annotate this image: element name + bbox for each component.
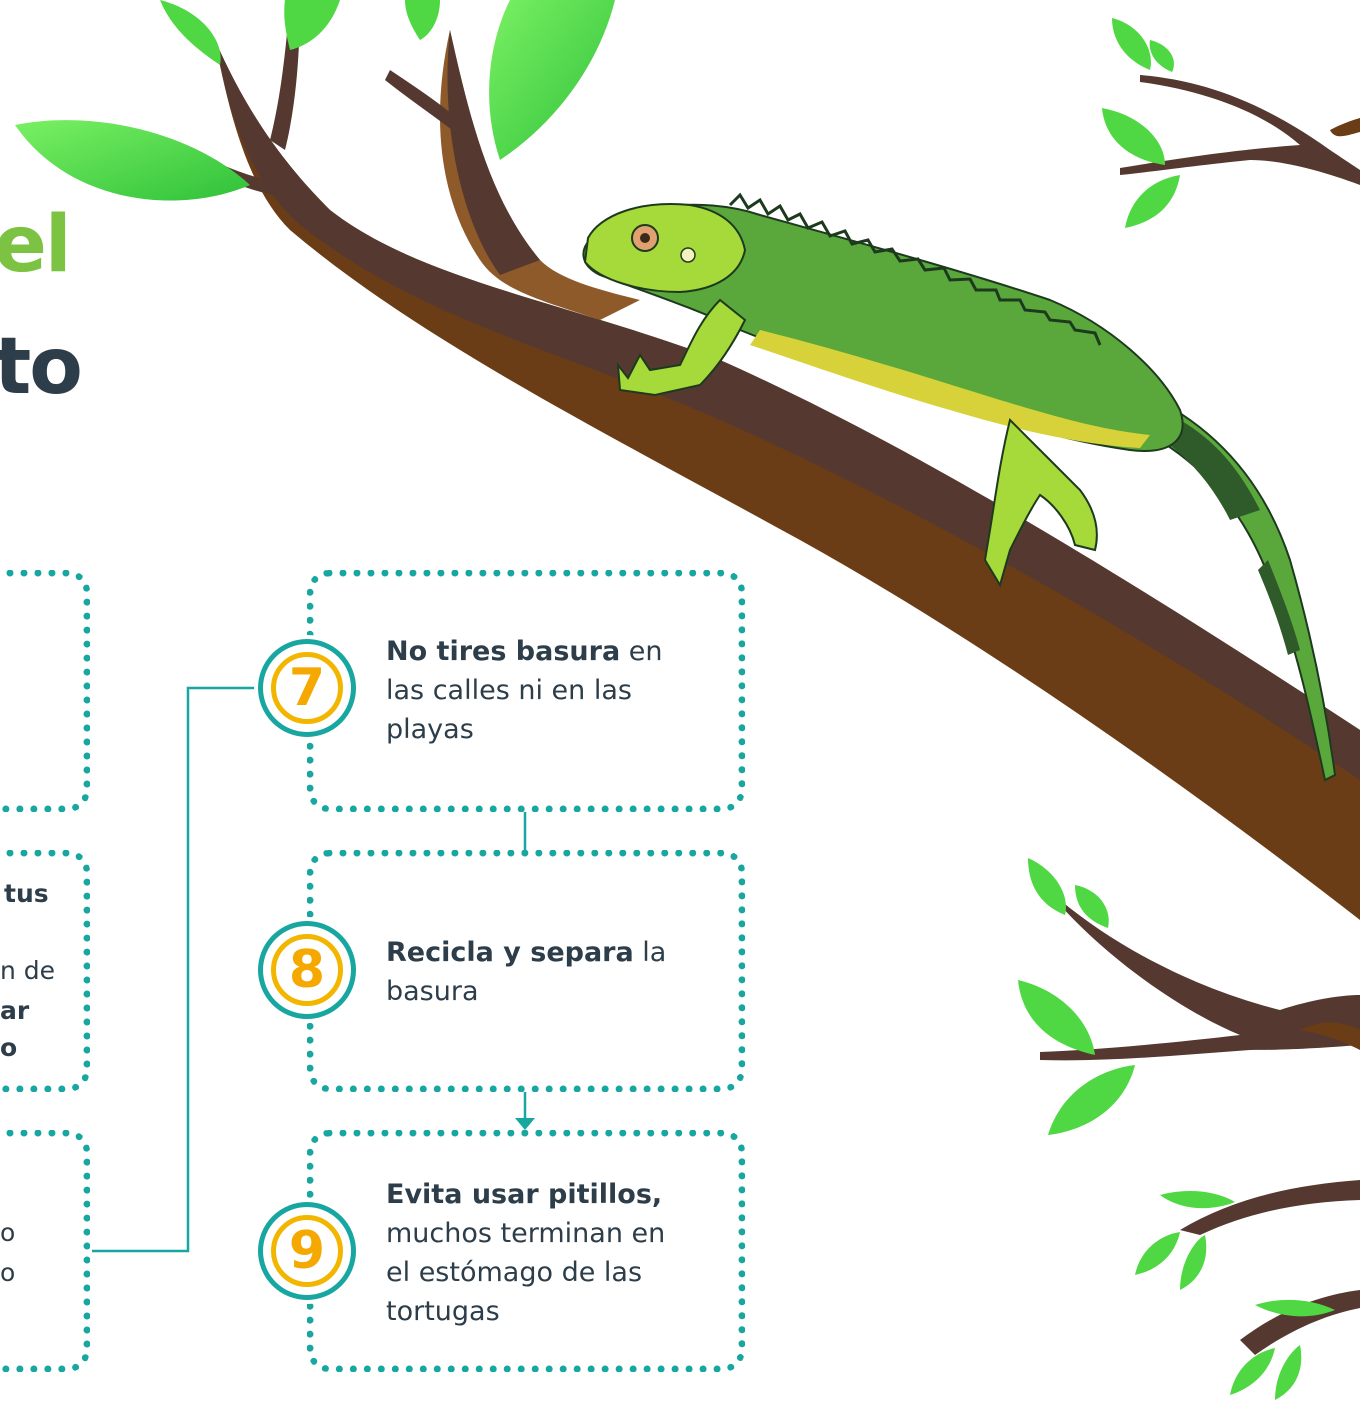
twig-middle-right xyxy=(1018,858,1360,1135)
step-text: No tires basura en las calles ni en las … xyxy=(386,632,686,749)
left-card-text-fragment: ar xyxy=(0,996,30,1025)
card-left-middle xyxy=(0,850,90,1092)
twig-bottom-right xyxy=(1135,1180,1360,1400)
step-text: Evita usar pitillos, muchos terminan en … xyxy=(386,1175,686,1331)
iguana-illustration xyxy=(582,192,1337,782)
step-text-bold: Evita usar pitillos, xyxy=(386,1179,663,1210)
step-number-badge: 8 xyxy=(258,921,356,1019)
leaves-top xyxy=(15,0,615,201)
step-text-bold: Recicla y separa xyxy=(386,937,634,968)
left-card-text-fragment: o xyxy=(0,1033,18,1062)
left-card-text-fragment: o xyxy=(0,1218,16,1247)
flow-connectors xyxy=(92,686,527,1253)
step-number: 8 xyxy=(271,934,343,1006)
title-fragment-green: el xyxy=(0,200,72,290)
step-text-rest: la basura xyxy=(386,937,667,1007)
step-text-bold: No tires basura xyxy=(386,636,621,667)
card-left-bottom xyxy=(0,1130,90,1372)
step-text-rest: muchos terminan en el estómago de las to… xyxy=(386,1218,666,1327)
step-number-badge: 7 xyxy=(258,639,356,737)
step-text-rest: en las calles ni en las playas xyxy=(386,636,663,745)
twig-top-right xyxy=(1102,18,1360,228)
step-number: 7 xyxy=(271,652,343,724)
step-number-badge: 9 xyxy=(258,1202,356,1300)
step-number: 9 xyxy=(271,1215,343,1287)
left-card-text-fragment: o xyxy=(0,1258,16,1287)
tree-branch xyxy=(185,0,1360,920)
left-card-text-fragment: n de xyxy=(0,956,56,985)
step-text: Recicla y separa la basura xyxy=(386,933,686,1011)
title-fragment-dark: to xyxy=(0,322,83,412)
left-card-text-fragment: tus xyxy=(4,879,49,908)
card-left-top xyxy=(0,570,90,812)
arrow-head xyxy=(515,1118,535,1130)
